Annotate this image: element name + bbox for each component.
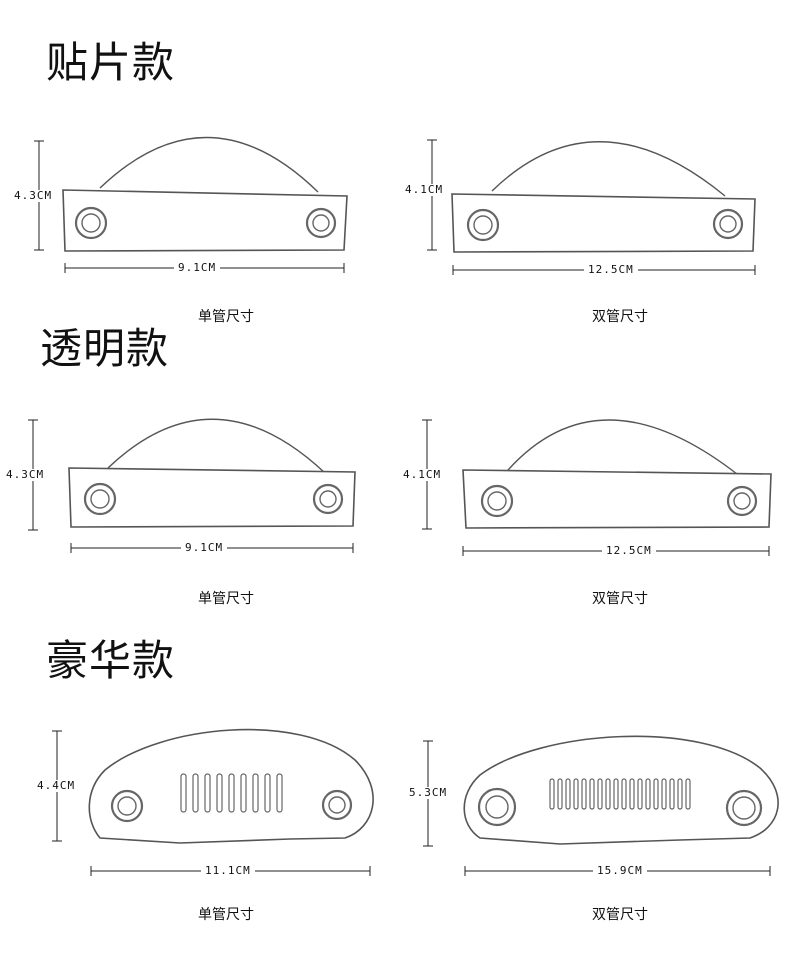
clear-single-plate bbox=[68, 418, 356, 528]
height-label: 5.3CM bbox=[405, 787, 452, 799]
plate-arc bbox=[491, 141, 726, 197]
width-label: 15.9CM bbox=[593, 865, 647, 877]
clear-double-plate bbox=[462, 419, 772, 529]
height-label: 4.1CM bbox=[399, 469, 446, 481]
width-label: 9.1CM bbox=[174, 262, 221, 274]
vent-slots bbox=[549, 778, 691, 810]
height-label: 4.1CM bbox=[401, 184, 448, 196]
deluxe-double-plate bbox=[463, 735, 779, 845]
single-size-caption: 单管尺寸 bbox=[198, 591, 254, 607]
sticker-double-plate bbox=[451, 141, 756, 253]
plate-arc bbox=[507, 419, 738, 475]
plate-arc bbox=[107, 418, 326, 474]
width-label: 12.5CM bbox=[584, 264, 638, 276]
section-title-clear: 透明款 bbox=[40, 324, 170, 373]
vent-slots bbox=[180, 773, 283, 813]
sticker-single-plate bbox=[62, 136, 348, 252]
height-label: 4.4CM bbox=[33, 780, 80, 792]
plate-body bbox=[68, 467, 356, 528]
single-size-caption: 单管尺寸 bbox=[198, 907, 254, 923]
plate-arc bbox=[99, 136, 319, 193]
width-label: 9.1CM bbox=[181, 542, 228, 554]
double-size-caption: 双管尺寸 bbox=[592, 309, 648, 325]
double-size-caption: 双管尺寸 bbox=[592, 907, 648, 923]
plate-body bbox=[451, 193, 756, 253]
double-size-caption: 双管尺寸 bbox=[592, 591, 648, 607]
section-title-sticker: 贴片款 bbox=[46, 38, 176, 87]
height-label: 4.3CM bbox=[2, 469, 49, 481]
width-label: 12.5CM bbox=[602, 545, 656, 557]
deluxe-single-plate bbox=[88, 728, 374, 844]
width-label: 11.1CM bbox=[201, 865, 255, 877]
section-title-deluxe: 豪华款 bbox=[46, 636, 176, 685]
single-size-caption: 单管尺寸 bbox=[198, 309, 254, 325]
plate-body bbox=[462, 469, 772, 529]
plate-body bbox=[62, 189, 348, 252]
height-label: 4.3CM bbox=[10, 190, 57, 202]
plate-body bbox=[463, 735, 779, 845]
